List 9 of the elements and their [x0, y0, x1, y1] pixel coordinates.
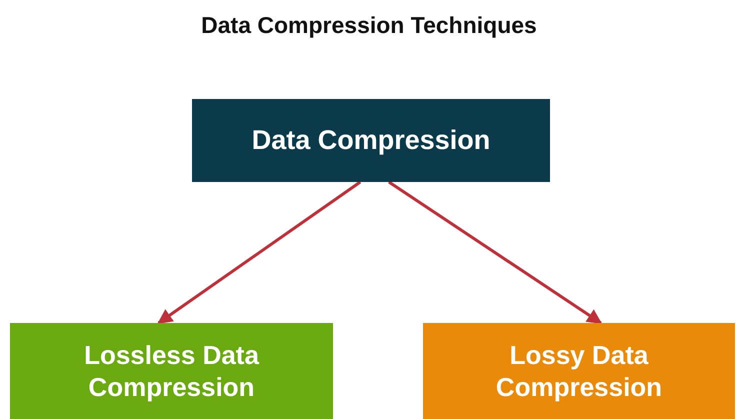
box-label: Data Compression [252, 124, 490, 157]
box-label: Lossless Data Compression [83, 338, 260, 404]
category-box [192, 99, 550, 182]
arrow [157, 180, 362, 324]
box-label: Lossy Data Compression [494, 338, 664, 404]
category-box [423, 323, 735, 419]
arrow [388, 180, 602, 324]
diagram-title: Data Compression Techniques [201, 12, 537, 39]
category-box [10, 323, 333, 419]
